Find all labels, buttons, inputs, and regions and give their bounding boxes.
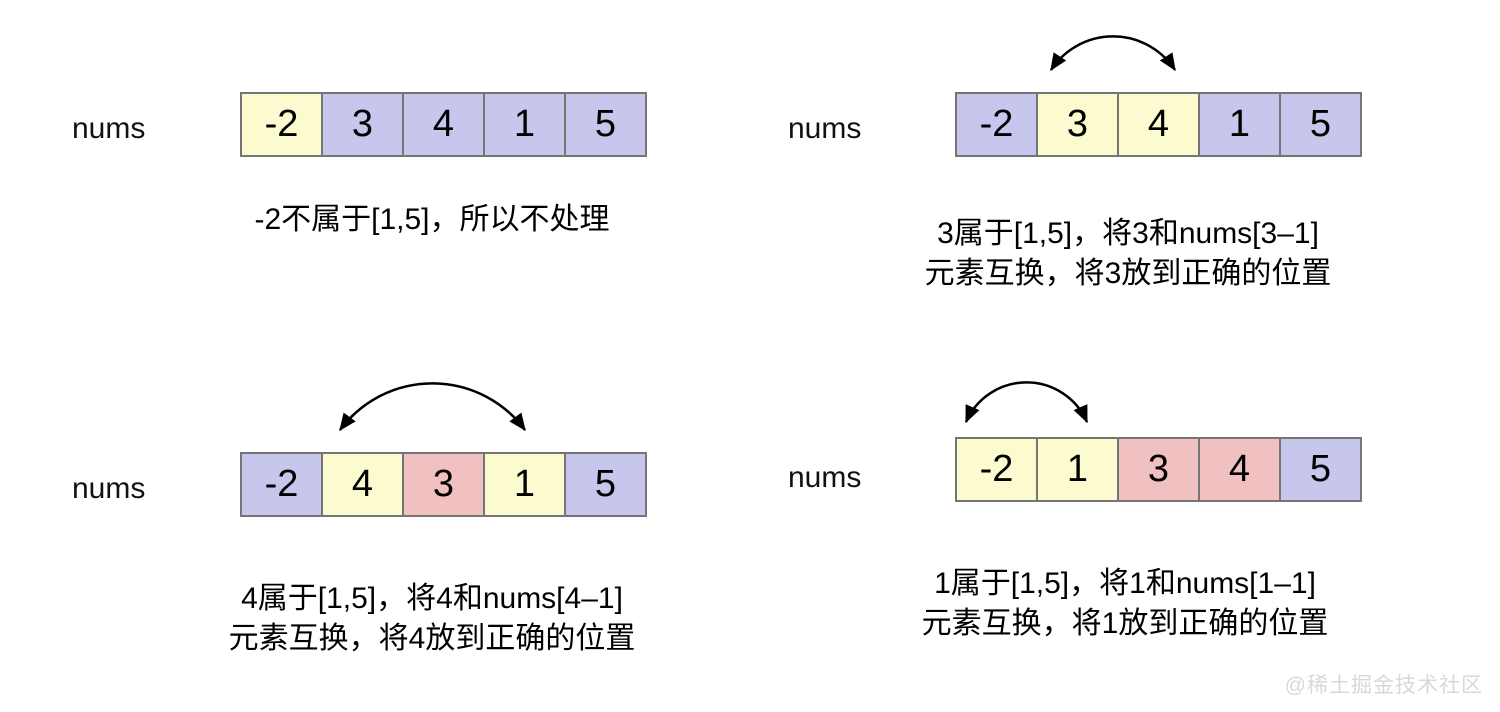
array-cell: 5 xyxy=(1281,94,1360,155)
array-cell: 4 xyxy=(1119,94,1200,155)
caption-line: 3属于[1,5]，将3和nums[3–1] xyxy=(937,217,1319,250)
swap-arrow xyxy=(1049,35,1177,72)
array-cell: 5 xyxy=(1281,439,1360,500)
array-label: nums xyxy=(72,472,146,505)
step-caption: -2不属于[1,5]，所以不处理 xyxy=(132,200,732,240)
caption-line: 元素互换，将4放到正确的位置 xyxy=(228,622,636,655)
swap-arrow xyxy=(964,381,1089,424)
caption-line: 1属于[1,5]，将1和nums[1–1] xyxy=(934,567,1316,600)
array-label: nums xyxy=(788,112,862,145)
array-cell: 1 xyxy=(1038,439,1119,500)
caption-line: 元素互换，将3放到正确的位置 xyxy=(924,257,1332,290)
step-caption: 4属于[1,5]，将4和nums[4–1] 元素互换，将4放到正确的位置 xyxy=(132,579,732,659)
array-cell: 3 xyxy=(1119,439,1200,500)
caption-line: -2不属于[1,5]，所以不处理 xyxy=(254,203,610,236)
caption-line: 元素互换，将1放到正确的位置 xyxy=(921,607,1329,640)
array-cell: 3 xyxy=(1038,94,1119,155)
array-cell: 1 xyxy=(1200,94,1281,155)
array-cell: 4 xyxy=(404,94,485,155)
array-cell: -2 xyxy=(957,94,1038,155)
array-cell: -2 xyxy=(242,94,323,155)
array-cell: 5 xyxy=(566,94,645,155)
array-cell: 4 xyxy=(323,454,404,515)
array-cell: -2 xyxy=(957,439,1038,500)
step-caption: 3属于[1,5]，将3和nums[3–1] 元素互换，将3放到正确的位置 xyxy=(828,214,1428,294)
array-cell: 4 xyxy=(1200,439,1281,500)
array-label: nums xyxy=(72,112,146,145)
swap-arrow xyxy=(338,382,527,432)
caption-line: 4属于[1,5]，将4和nums[4–1] xyxy=(241,582,623,615)
array-cell: 1 xyxy=(485,454,566,515)
step-caption: 1属于[1,5]，将1和nums[1–1] 元素互换，将1放到正确的位置 xyxy=(825,564,1425,644)
watermark: @稀土掘金技术社区 xyxy=(1284,674,1483,697)
array-cell: 5 xyxy=(566,454,645,515)
array-cell: 3 xyxy=(404,454,485,515)
array-cell: 1 xyxy=(485,94,566,155)
array-cell: 3 xyxy=(323,94,404,155)
array-label: nums xyxy=(788,461,862,494)
array-cell: -2 xyxy=(242,454,323,515)
